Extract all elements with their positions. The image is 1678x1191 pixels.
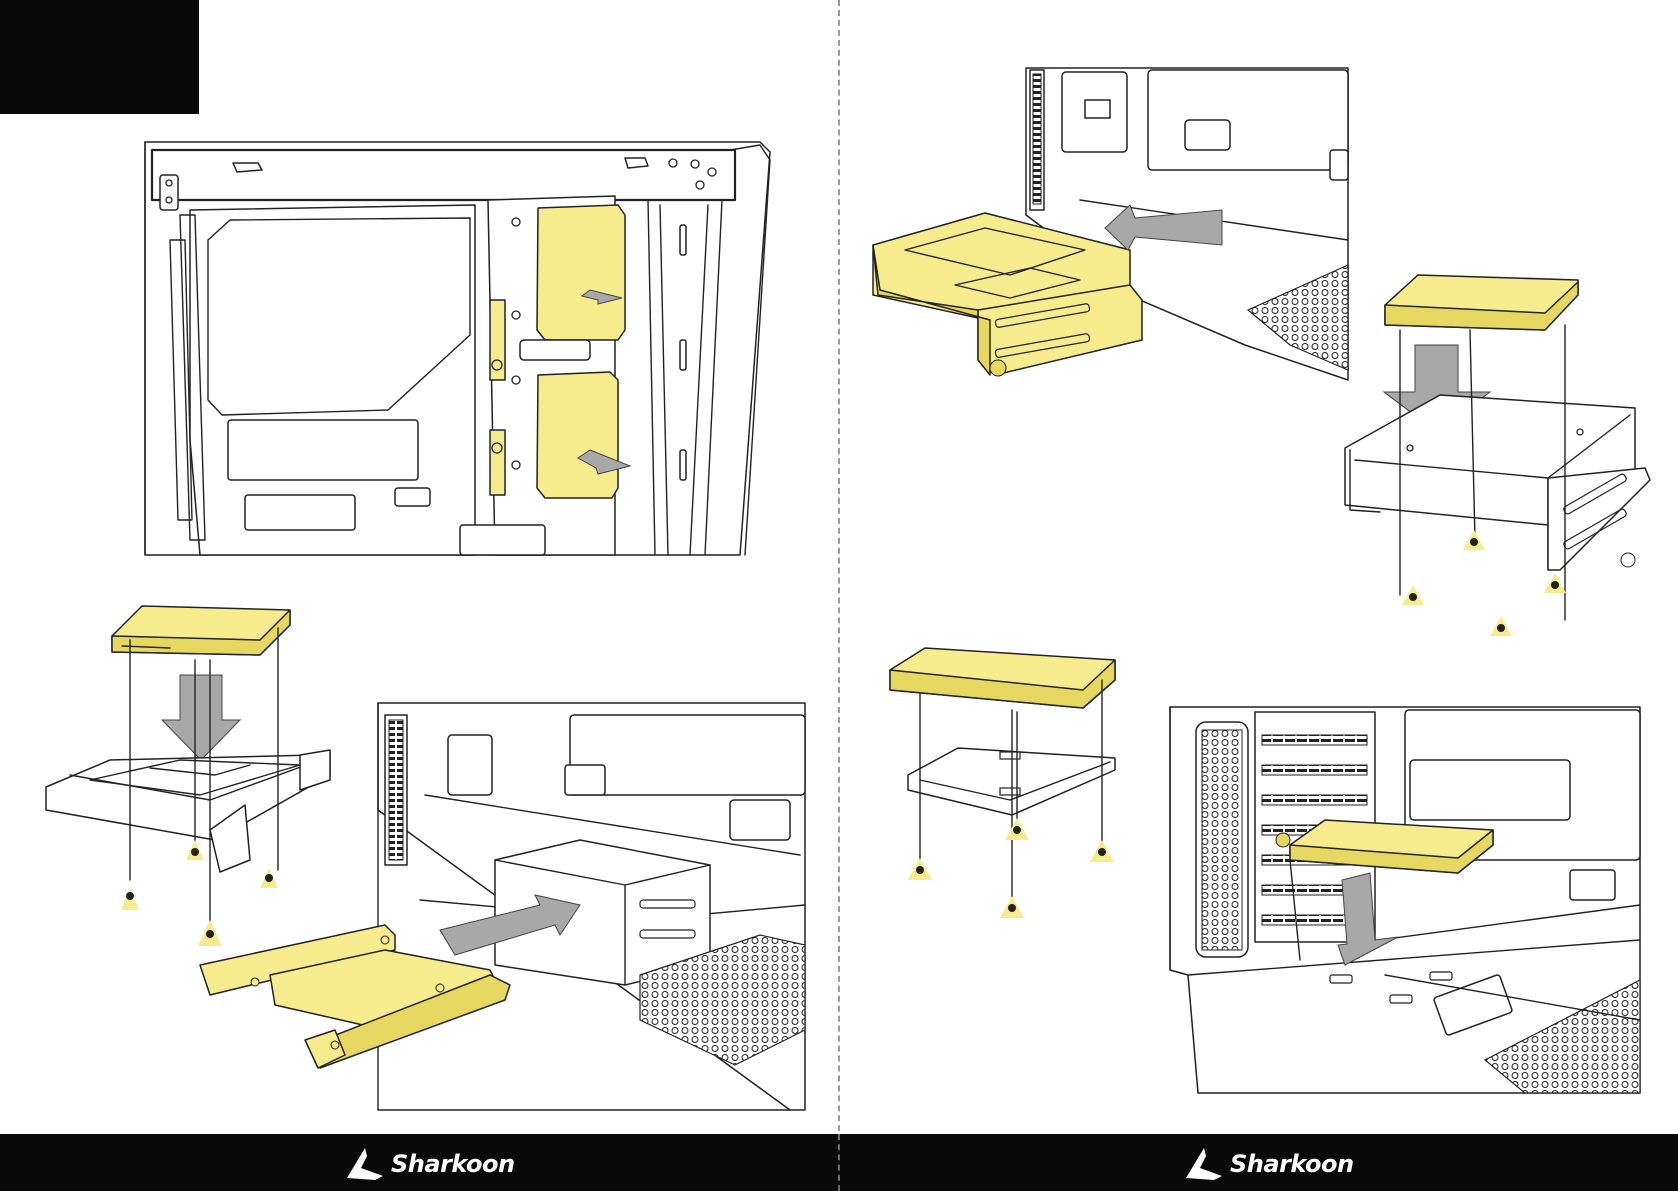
panel-case-ssd-mount [145, 142, 770, 555]
brand-name: Sharkoon [391, 1150, 515, 1178]
panel-plate-in-case [1170, 707, 1640, 1093]
footer: Sharkoon Sharkoon [0, 1134, 1678, 1191]
shark-logo-icon [1184, 1146, 1224, 1182]
brand-name: Sharkoon [1230, 1150, 1354, 1178]
shark-logo-icon [345, 1146, 385, 1182]
panel-hdd-cage [1345, 275, 1650, 636]
illustrations [0, 0, 1678, 1134]
panel-ssd-bracket [46, 606, 805, 1110]
panel-ssd-plate [890, 648, 1115, 918]
footer-divider [838, 1134, 840, 1191]
panel-remove-cage [873, 68, 1348, 380]
brand-logo-left: Sharkoon [345, 1144, 515, 1184]
brand-logo-right: Sharkoon [1184, 1144, 1354, 1184]
